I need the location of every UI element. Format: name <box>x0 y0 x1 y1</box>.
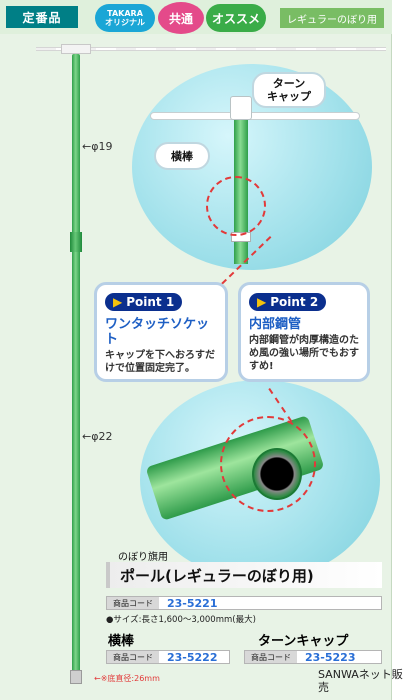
pole-base-image <box>70 670 82 684</box>
point1-badge: ▶Point 1 <box>105 293 183 311</box>
point2-badge-label: Point 2 <box>270 295 319 309</box>
base-diameter-note: ←※底直径:26mm <box>94 674 160 683</box>
turn-cap-image <box>230 96 252 120</box>
pole-joint-image <box>70 232 82 252</box>
category-badge: レギュラーのぼり用 <box>280 8 384 28</box>
point2-title: 内部鋼管 <box>249 317 302 332</box>
play-triangle-icon: ▶ <box>113 295 123 309</box>
takara-badge-line1: TAKARA <box>107 9 143 18</box>
seller-line2: 売 <box>318 681 329 694</box>
turn-cap-product-name: ターンキャップ <box>258 634 349 649</box>
pole-image <box>72 54 80 674</box>
takara-badge-line2: オリジナル <box>105 18 145 27</box>
core-highlight-circle <box>220 416 316 512</box>
turn-callout-line2: キャップ <box>267 90 311 103</box>
product-title: ポール(レギュラーのぼり用) <box>120 566 314 585</box>
point1-description: キャップを下へおろすだけで位置固定完了。 <box>105 350 215 374</box>
point2-description: 内部鋼管が肉厚構造のため風の強い場所でもおすすめ! <box>249 335 359 372</box>
detail-crossbar-image <box>150 112 360 120</box>
crossbar-product-name: 横棒 <box>108 634 135 649</box>
size-note: ●サイズ:長さ1,600〜3,000mm(最大) <box>106 615 256 625</box>
seller-credit: SANWAネット販 売 <box>318 668 403 694</box>
takara-original-badge: TAKARA オリジナル <box>95 4 155 32</box>
turn-cap-code-value: 23-5223 <box>305 650 356 664</box>
socket-highlight-circle <box>206 176 266 236</box>
product-code-row: 商品コード 23-5221 <box>106 596 382 610</box>
point1-badge-label: Point 1 <box>126 295 175 309</box>
regular-item-badge: 定番品 <box>6 6 78 28</box>
turn-callout-line1: ターン <box>272 77 306 90</box>
crossbar-callout: 横棒 <box>154 142 210 170</box>
play-triangle-icon: ▶ <box>257 295 267 309</box>
point2-box: ▶Point 2 内部鋼管 内部鋼管が肉厚構造のため風の強い場所でもおすすめ! <box>238 282 370 382</box>
crossbar-image <box>36 47 386 51</box>
turn-cap-code-row: 商品コード 23-5223 <box>244 650 382 664</box>
point1-title: ワンタッチソケット <box>105 317 210 347</box>
point2-badge: ▶Point 2 <box>249 293 327 311</box>
turn-cap-callout: ターン キャップ <box>252 72 326 108</box>
recommend-badge: オススメ <box>206 4 266 32</box>
product-category: のぼり旗用 <box>118 552 168 563</box>
seller-line1: SANWAネット販 <box>318 668 403 681</box>
diameter-top-label: ←φ19 <box>82 140 113 153</box>
pole-cap-image <box>61 44 91 54</box>
header-bar: 定番品 TAKARA オリジナル 共通 オススメ レギュラーのぼり用 <box>0 0 392 34</box>
product-code-value: 23-5221 <box>167 596 218 610</box>
crossbar-code-value: 23-5222 <box>167 650 218 664</box>
product-title-bar: ポール(レギュラーのぼり用) <box>106 562 382 588</box>
product-code-label: 商品コード <box>107 597 159 609</box>
diameter-bottom-label: ←φ22 <box>82 430 113 443</box>
point1-box: ▶Point 1 ワンタッチソケット キャップを下へおろすだけで位置固定完了。 <box>94 282 228 382</box>
common-item-badge: 共通 <box>158 2 204 34</box>
turn-cap-code-label: 商品コード <box>245 651 297 663</box>
crossbar-code-label: 商品コード <box>107 651 159 663</box>
crossbar-code-row: 商品コード 23-5222 <box>106 650 230 664</box>
